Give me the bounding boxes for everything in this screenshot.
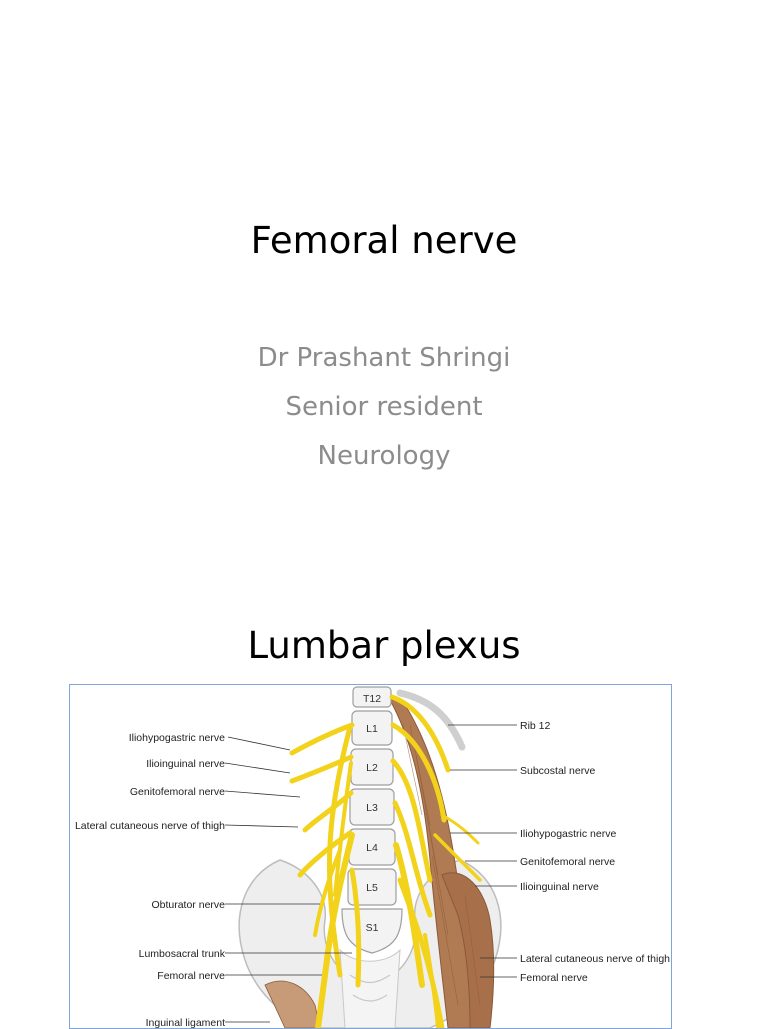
- label-ilioinguinal-right: Ilioinguinal nerve: [520, 881, 599, 893]
- label-lumbosacral-trunk: Lumbosacral trunk: [139, 948, 226, 960]
- label-lateral-cutaneous-right: Lateral cutaneous nerve of thigh: [520, 953, 670, 965]
- vertebra-l3: [349, 788, 395, 826]
- author-position: Senior resident: [285, 392, 483, 422]
- label-genitofemoral-left: Genitofemoral nerve: [130, 786, 225, 798]
- rib-12: [396, 689, 466, 751]
- label-l5: L5: [366, 882, 378, 894]
- label-t12: T12: [363, 693, 381, 705]
- vertebra-labels: T12 L1 L2 L3 L4 L5 S1: [363, 693, 381, 934]
- left-labels: Iliohypogastric nerve Ilioinguinal nerve…: [75, 732, 226, 1028]
- label-femoral-right: Femoral nerve: [520, 972, 588, 984]
- label-l1: L1: [366, 723, 378, 735]
- label-l2: L2: [366, 762, 378, 774]
- lumbar-plexus-diagram: T12 L1 L2 L3 L4 L5 S1: [69, 684, 672, 1029]
- slide-title: Femoral nerve: [250, 219, 518, 262]
- label-l3: L3: [366, 802, 378, 814]
- anatomy-illustration: T12 L1 L2 L3 L4 L5 S1: [75, 686, 670, 1028]
- author-department: Neurology: [317, 441, 451, 471]
- label-ilioinguinal-left: Ilioinguinal nerve: [146, 758, 225, 770]
- label-s1: S1: [366, 922, 379, 934]
- vertebra-l5: [347, 868, 397, 906]
- author-name: Dr Prashant Shringi: [257, 343, 511, 373]
- label-subcostal: Subcostal nerve: [520, 765, 595, 777]
- nerves: [289, 694, 482, 1028]
- leader-lines-left: [224, 736, 352, 1023]
- label-inguinal-ligament: Inguinal ligament: [146, 1017, 225, 1028]
- label-genitofemoral-right: Genitofemoral nerve: [520, 856, 615, 868]
- subtitle-block: Dr Prashant Shringi Senior resident Neur…: [0, 334, 768, 481]
- label-iliohypogastric-left: Iliohypogastric nerve: [129, 732, 225, 744]
- label-l4: L4: [366, 842, 378, 854]
- label-lateral-cutaneous-left: Lateral cutaneous nerve of thigh: [75, 820, 225, 832]
- leader-lines-right: [448, 724, 517, 978]
- label-obturator: Obturator nerve: [151, 899, 225, 911]
- label-femoral-left: Femoral nerve: [157, 970, 225, 982]
- label-rib-12: Rib 12: [520, 720, 551, 732]
- right-labels: Rib 12 Subcostal nerve Iliohypogastric n…: [520, 720, 670, 984]
- slide2-title: Lumbar plexus: [247, 624, 521, 667]
- label-iliohypogastric-right: Iliohypogastric nerve: [520, 828, 616, 840]
